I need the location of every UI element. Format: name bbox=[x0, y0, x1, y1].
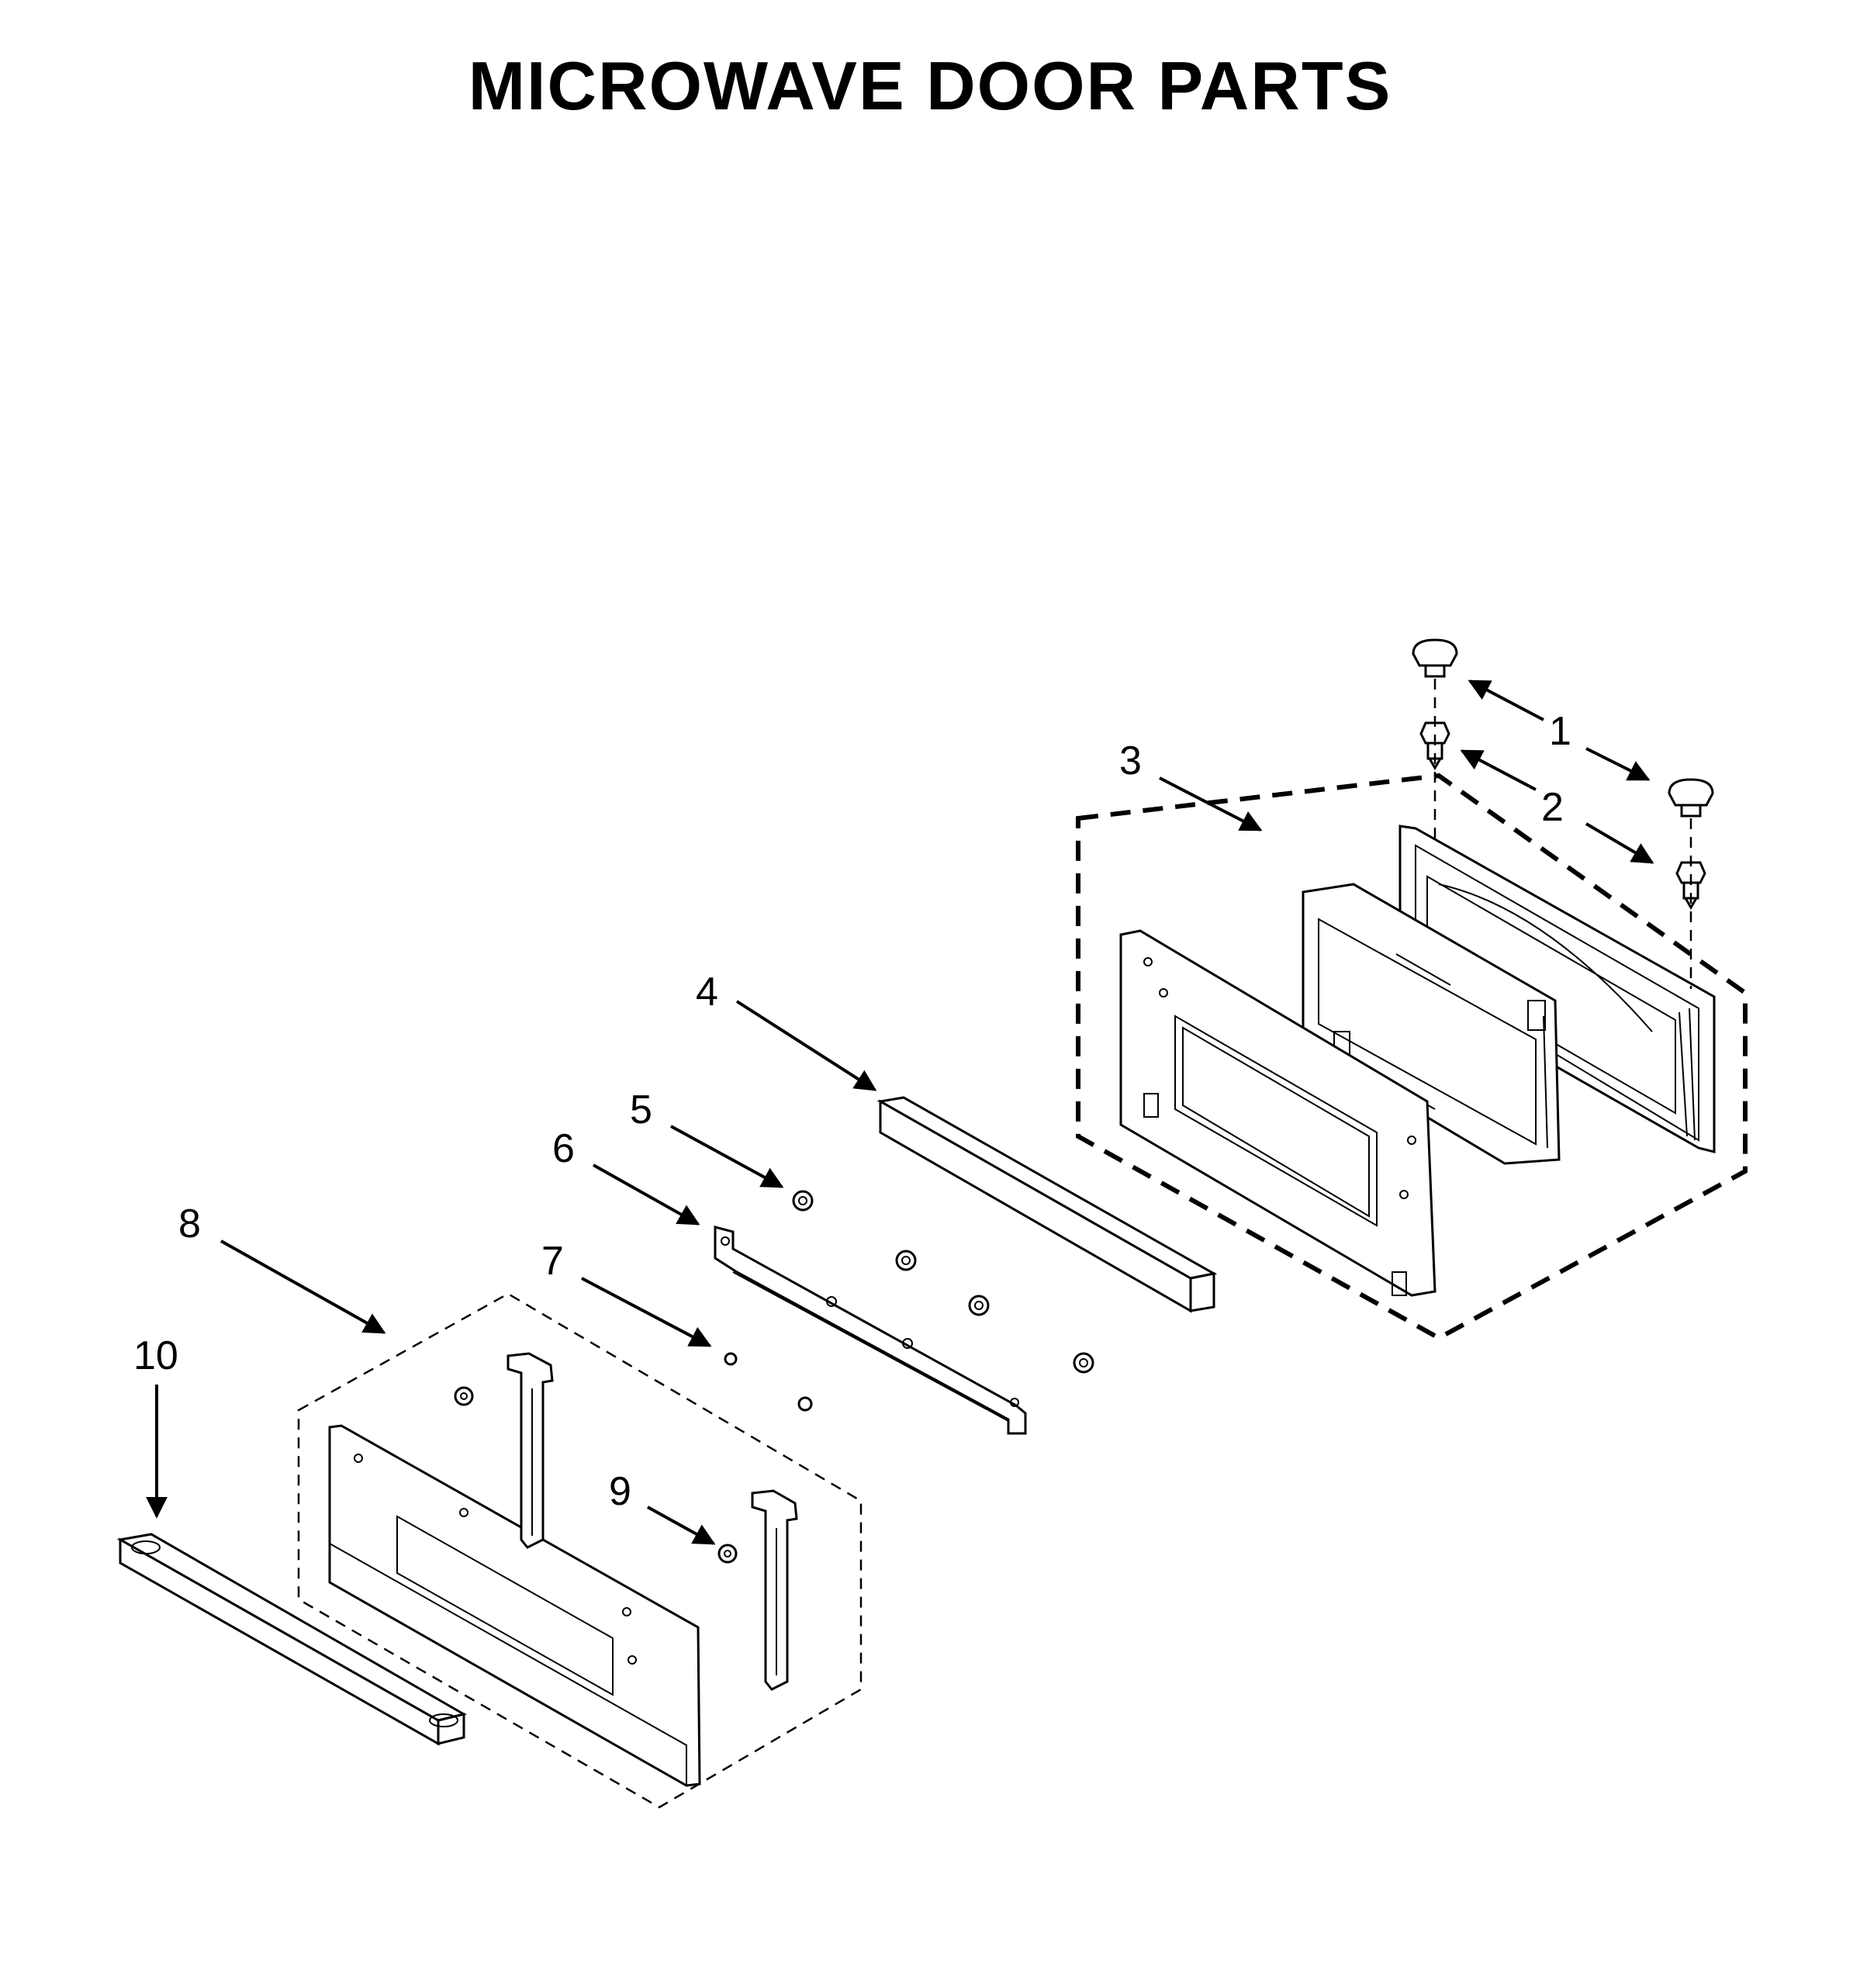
mounting-bracket bbox=[714, 1226, 1027, 1435]
assembly-outline-3 bbox=[1076, 773, 1748, 1341]
front-door-panel bbox=[1119, 929, 1436, 1297]
nut-1 bbox=[792, 1190, 814, 1212]
arrow-7 bbox=[581, 1277, 712, 1347]
arrow-2a bbox=[1460, 749, 1537, 791]
arrow-8 bbox=[220, 1239, 386, 1334]
arrow-9 bbox=[647, 1506, 716, 1545]
nut-4 bbox=[1073, 1352, 1094, 1374]
arrow-6 bbox=[593, 1163, 700, 1226]
arrow-4 bbox=[735, 1000, 877, 1091]
leader-arrows bbox=[146, 679, 1654, 1545]
callout-1: 1 bbox=[1549, 709, 1571, 754]
nut-9 bbox=[717, 1544, 738, 1564]
hinge-bracket-left bbox=[506, 1352, 554, 1549]
arrow-1a bbox=[1468, 679, 1544, 721]
cap-left bbox=[1412, 638, 1458, 678]
arrow-3 bbox=[1159, 776, 1263, 832]
diagram-title: MICROWAVE DOOR PARTS bbox=[468, 47, 1392, 124]
outer-glass-door bbox=[328, 1424, 701, 1787]
callout-2: 2 bbox=[1541, 785, 1564, 830]
callout-9: 9 bbox=[609, 1469, 631, 1514]
callout-3: 3 bbox=[1119, 738, 1142, 783]
rear-door-frame bbox=[1398, 825, 1716, 1153]
screw-left bbox=[1419, 721, 1450, 770]
callout-8: 8 bbox=[178, 1201, 201, 1246]
hinge-bracket-right bbox=[751, 1489, 798, 1691]
nut-2 bbox=[895, 1250, 917, 1271]
arrow-5 bbox=[670, 1125, 784, 1188]
door-assembly-group bbox=[1076, 773, 1748, 1341]
outer-door-group bbox=[297, 1292, 863, 1809]
washer-1 bbox=[454, 1386, 474, 1406]
washer-2 bbox=[797, 1396, 813, 1412]
arrow-1b bbox=[1585, 747, 1651, 781]
bottom-trim-strip bbox=[116, 1533, 468, 1746]
nuts-group bbox=[792, 1190, 1094, 1374]
nut-3 bbox=[968, 1295, 990, 1316]
callout-6: 6 bbox=[552, 1126, 575, 1171]
callout-5: 5 bbox=[630, 1087, 652, 1132]
callout-10: 10 bbox=[133, 1333, 178, 1378]
arrow-2b bbox=[1585, 822, 1654, 864]
handle-bar bbox=[876, 1096, 1218, 1313]
washer-3 bbox=[724, 1352, 738, 1366]
callout-7: 7 bbox=[541, 1239, 564, 1284]
cap-right bbox=[1668, 778, 1714, 818]
callout-4: 4 bbox=[696, 970, 718, 1015]
